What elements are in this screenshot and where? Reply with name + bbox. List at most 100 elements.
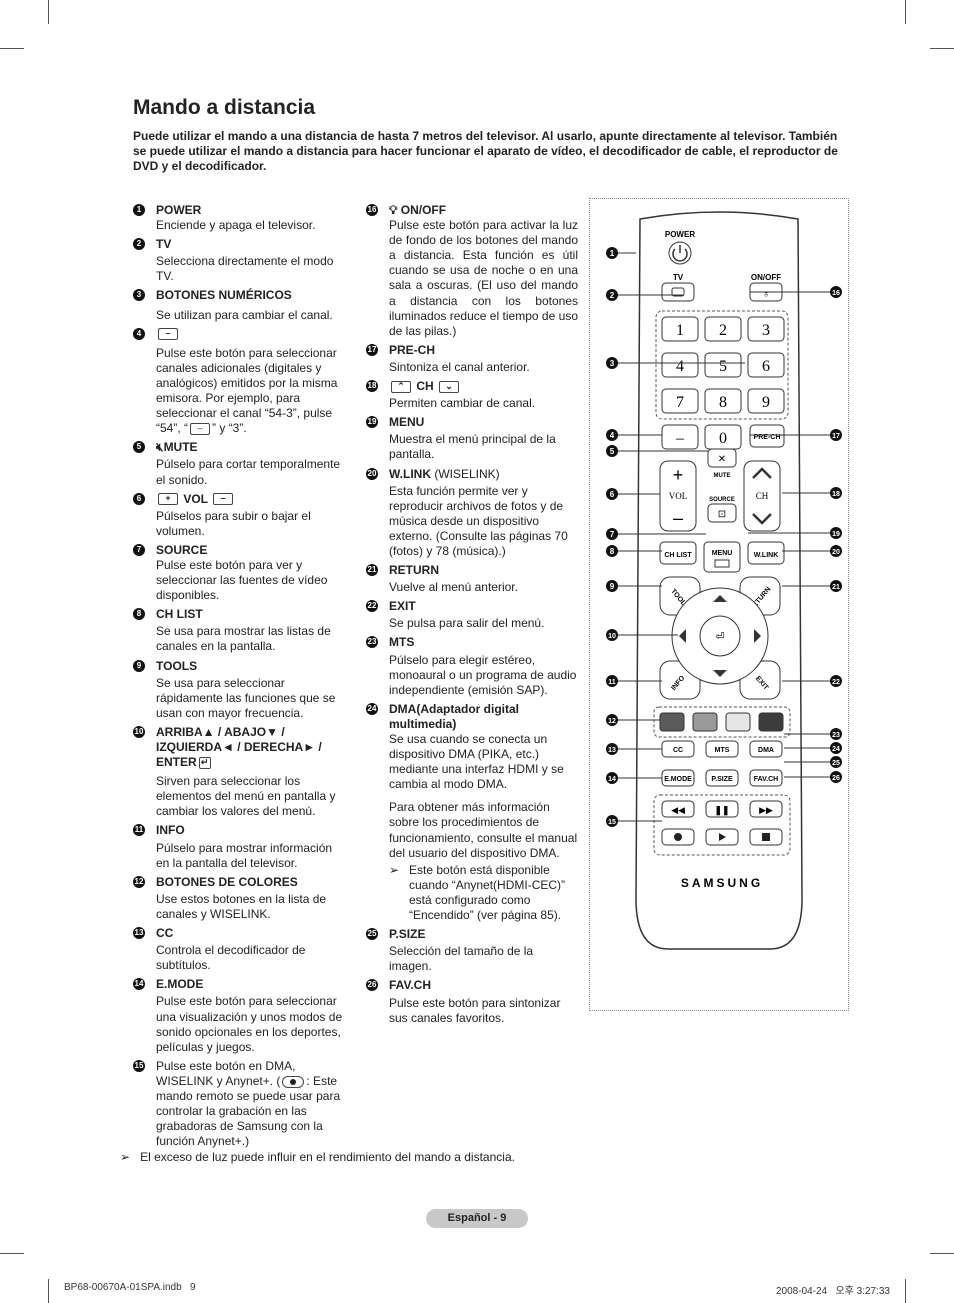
blue-button[interactable]	[758, 712, 784, 732]
psize-label: P.SIZE	[711, 776, 733, 783]
digit-button[interactable]	[661, 424, 699, 450]
record-icon	[674, 833, 682, 841]
digit-label: 8	[719, 394, 727, 411]
page-number-badge: Español - 9	[426, 1209, 528, 1228]
item-desc: Pulse este botón para sintonizar sus can…	[389, 995, 561, 1025]
psize-button[interactable]	[705, 769, 739, 787]
digit-button[interactable]	[747, 316, 785, 342]
item-number: 1	[133, 204, 145, 216]
mts-label: MTS	[715, 747, 730, 754]
tv-label: TV	[673, 273, 684, 282]
mts-button[interactable]	[705, 740, 739, 758]
item-label: POWER	[156, 203, 202, 217]
emode-label: E.MODE	[664, 776, 692, 783]
digit-button[interactable]	[704, 316, 742, 342]
item-number: 21	[366, 564, 378, 577]
list-item: 6+ VOL –Púlselos para subir o bajar el v…	[133, 492, 348, 539]
item-number: 17	[366, 343, 378, 356]
light-bulb-icon: 💡︎	[389, 203, 398, 217]
record-key-icon	[282, 1075, 305, 1088]
item-number: 10	[133, 725, 145, 738]
item-desc: Pulse este botón en DMA, WISELINK y Anyn…	[156, 1058, 341, 1149]
list-item: 15 Pulse este botón en DMA, WISELINK y An…	[133, 1059, 348, 1150]
vol-rocker[interactable]	[659, 460, 697, 532]
favch-button[interactable]	[749, 769, 783, 787]
mute-label: MUTE	[714, 473, 731, 479]
callout-badge	[606, 445, 618, 457]
digit-label: 0	[719, 430, 727, 447]
ch-up-icon	[752, 467, 772, 479]
digit-button[interactable]	[661, 388, 699, 414]
item-label: E.MODE	[156, 977, 204, 992]
tv-button[interactable]	[661, 282, 695, 302]
digit-button[interactable]	[661, 316, 699, 342]
wlink-button[interactable]	[747, 541, 785, 565]
source-button[interactable]	[707, 503, 737, 523]
chlist-label: CH LIST	[664, 552, 692, 559]
digit-button[interactable]	[704, 352, 742, 378]
ffwd-button[interactable]	[749, 800, 783, 818]
callout-badge	[606, 247, 618, 259]
item-label: VOL	[183, 491, 208, 506]
item-number: 26	[366, 979, 378, 992]
callout-badge	[606, 545, 618, 557]
item-number: 22	[366, 600, 378, 613]
yellow-button[interactable]	[725, 712, 751, 732]
dma-button[interactable]	[749, 740, 783, 758]
vol-up-icon: +	[673, 465, 684, 485]
pause-button[interactable]	[705, 800, 739, 818]
callout-number: 22	[832, 679, 840, 686]
item-number: 23	[366, 636, 378, 649]
ch-rocker[interactable]	[743, 460, 781, 532]
digit-button[interactable]	[704, 388, 742, 414]
prech-button[interactable]	[749, 424, 785, 448]
digit-button[interactable]	[747, 352, 785, 378]
callout-badge	[606, 357, 618, 369]
mute-button[interactable]	[707, 448, 737, 468]
green-button[interactable]	[692, 712, 718, 732]
callout-number: 10	[608, 633, 616, 640]
crop-mark	[48, 1279, 49, 1303]
right-arrow-icon	[754, 629, 761, 643]
callout-number: 21	[832, 584, 840, 591]
digit-button[interactable]	[747, 388, 785, 414]
callout-number: 2	[610, 291, 615, 300]
item-desc: Pulse este botón para ver y seleccionar …	[156, 557, 328, 603]
rewind-button[interactable]	[661, 800, 695, 818]
item-desc: Esta función permite ver y reproducir ar…	[389, 483, 568, 558]
menu-button[interactable]	[703, 541, 741, 573]
enter-button[interactable]	[699, 615, 741, 657]
callout-badge	[606, 815, 618, 827]
power-icon	[672, 245, 688, 262]
callout-badge	[606, 772, 618, 784]
callout-badge	[606, 675, 618, 687]
chlist-button[interactable]	[659, 541, 697, 565]
item-desc: Se usa para seleccionar rápidamente las …	[156, 675, 336, 720]
item-number: 20	[366, 467, 378, 480]
callout-badge	[830, 545, 842, 557]
arrow-icon: ➢	[120, 1150, 131, 1164]
mute-icon: 🔇︎	[156, 440, 164, 455]
number-pad	[655, 310, 789, 420]
item-label: INFO	[156, 823, 185, 838]
digit-button[interactable]	[661, 352, 699, 378]
item-number: 15	[133, 1059, 145, 1072]
item-number: 3	[133, 289, 145, 302]
red-button[interactable]	[659, 712, 685, 732]
pause-icon: ❚❚	[714, 805, 729, 816]
item-number: 16	[366, 204, 378, 216]
callout-number: 9	[610, 582, 615, 591]
vol-up-icon: +	[158, 493, 178, 506]
